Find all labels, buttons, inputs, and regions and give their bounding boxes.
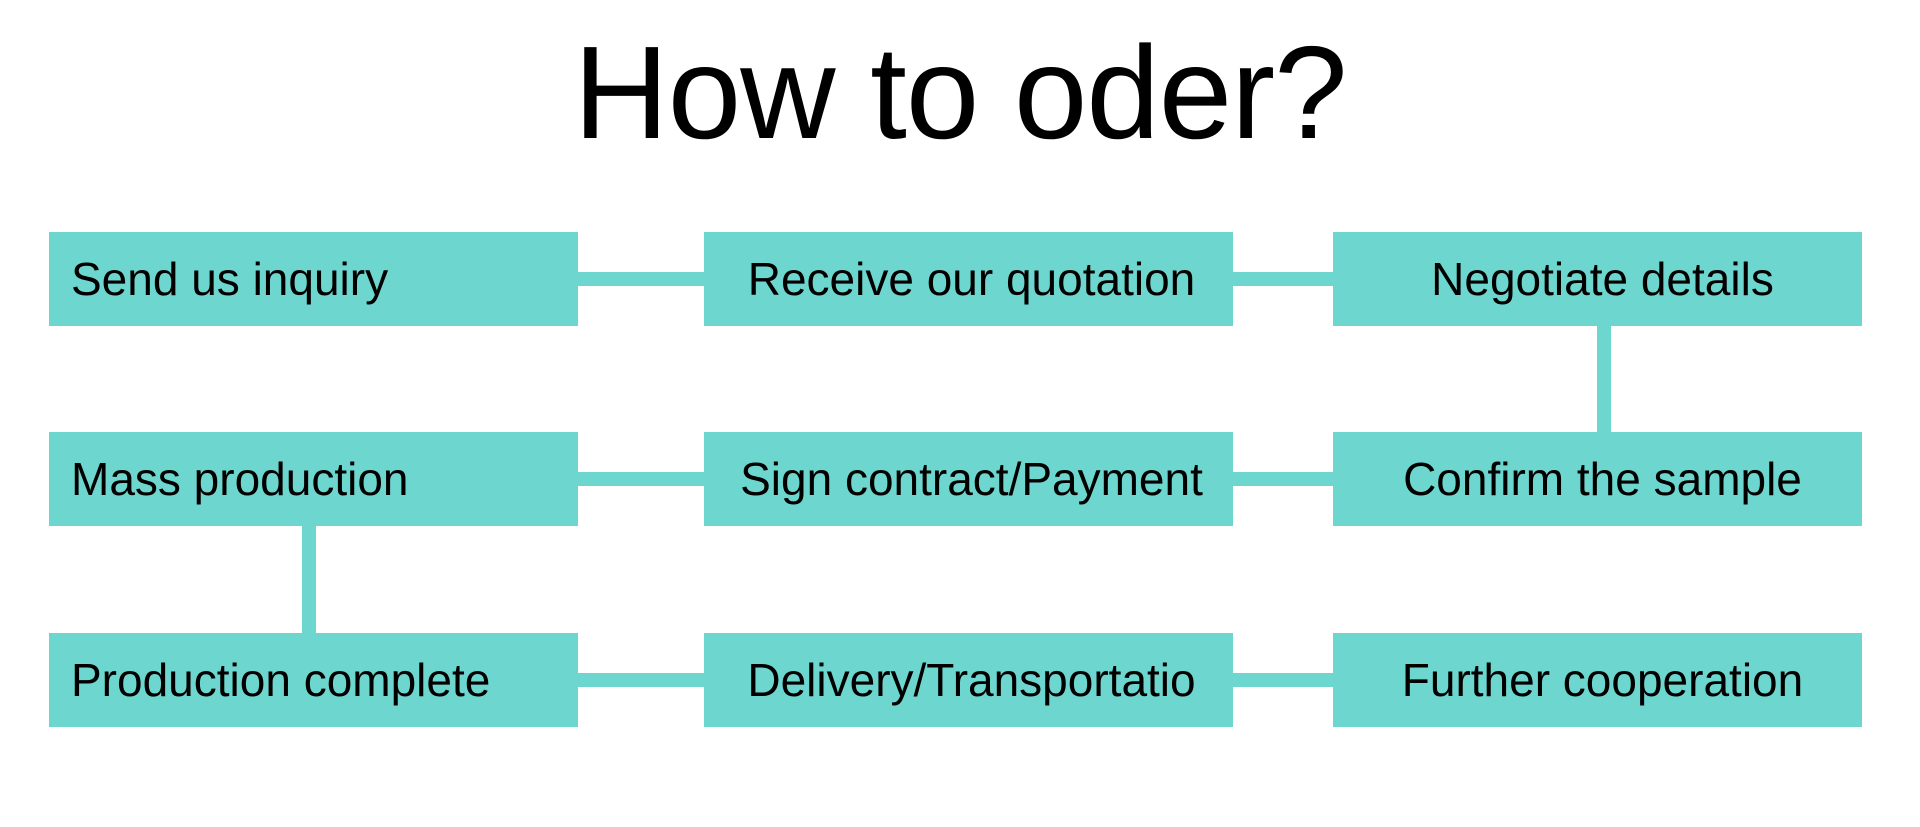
- flow-box-label: Delivery/Transportatio: [747, 654, 1196, 706]
- connector-production-complete-to-delivery-transportation: [576, 673, 706, 687]
- flow-box-label: Negotiate details: [1431, 253, 1774, 305]
- flow-box-confirm-the-sample[interactable]: Confirm the sample: [1333, 432, 1862, 526]
- flow-box-label: Production complete: [71, 654, 491, 706]
- flow-box-label: Receive our quotation: [747, 253, 1196, 305]
- flow-box-production-complete[interactable]: Production complete: [49, 633, 578, 727]
- flow-box-further-cooperation[interactable]: Further cooperation: [1333, 633, 1862, 727]
- flow-box-mass-production[interactable]: Mass production: [49, 432, 578, 526]
- page-title: How to oder?: [573, 19, 1347, 166]
- connector-mass-production-to-production-complete: [302, 524, 316, 635]
- flow-box-receive-our-quotation[interactable]: Receive our quotation: [704, 232, 1233, 326]
- connector-negotiate-details-to-confirm-the-sample: [1597, 324, 1611, 434]
- flow-box-label: Mass production: [71, 453, 409, 505]
- flow-box-negotiate-details[interactable]: Negotiate details: [1333, 232, 1862, 326]
- flow-box-label: Sign contract/Payment: [740, 453, 1203, 505]
- flow-box-label: Confirm the sample: [1403, 453, 1802, 505]
- connector-confirm-the-sample-to-sign-contract-payment: [1231, 472, 1335, 486]
- connector-receive-our-quotation-to-negotiate-details: [1231, 272, 1335, 286]
- connector-sign-contract-payment-to-mass-production: [576, 472, 706, 486]
- flow-box-label: Further cooperation: [1401, 654, 1804, 706]
- connector-delivery-transportation-to-further-cooperation: [1231, 673, 1335, 687]
- connector-send-us-inquiry-to-receive-our-quotation: [576, 272, 706, 286]
- flow-box-sign-contract-payment[interactable]: Sign contract/Payment: [704, 432, 1233, 526]
- flow-box-label: Send us inquiry: [71, 253, 389, 305]
- flow-box-delivery-transportation[interactable]: Delivery/Transportatio: [704, 633, 1233, 727]
- flow-box-send-us-inquiry[interactable]: Send us inquiry: [49, 232, 578, 326]
